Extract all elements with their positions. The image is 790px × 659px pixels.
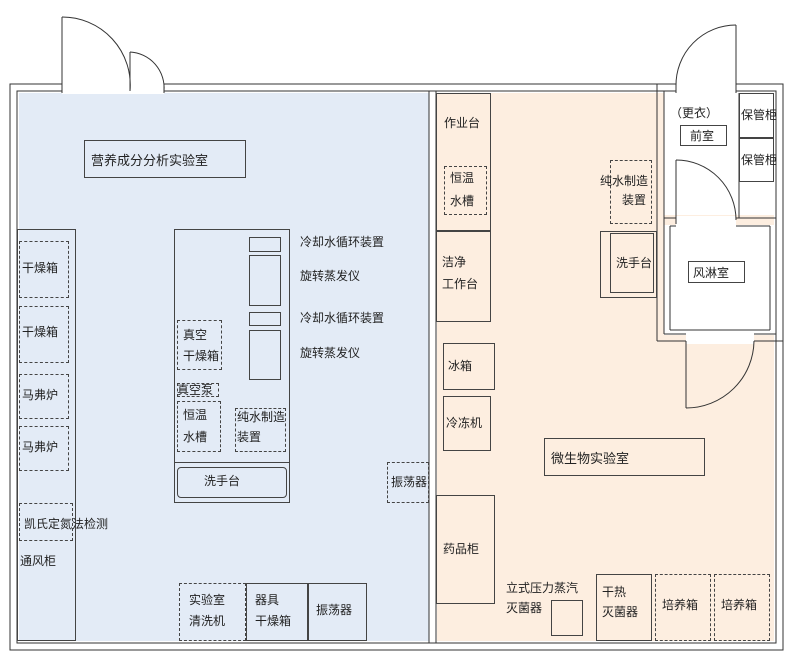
evaporator-1-label: 旋转蒸发仪 xyxy=(300,269,361,283)
pure-water-micro-label-2: 装置 xyxy=(622,193,647,207)
dryer-2-label: 干燥箱 xyxy=(22,325,59,339)
locker-2-label: 保管柜 xyxy=(741,153,778,167)
cooling-unit-1-label: 冷却水循环装置 xyxy=(300,235,385,249)
dryer-1 xyxy=(19,241,69,298)
workbench xyxy=(436,93,491,231)
evaporator-2 xyxy=(249,330,281,380)
left-equipment-strip xyxy=(17,229,76,641)
medicine-cabinet-label: 药品柜 xyxy=(443,542,480,556)
front-room-label: 前室 xyxy=(690,129,715,143)
pure-water-micro xyxy=(610,160,652,224)
sink-micro-label: 洗手台 xyxy=(616,256,653,270)
lab-washer xyxy=(179,583,246,641)
dry-heat-label-2: 灭菌器 xyxy=(602,605,639,619)
cooling-unit-2 xyxy=(249,312,281,326)
front-room-fill xyxy=(664,93,774,215)
fume-hood-label: 通风柜 xyxy=(20,554,57,568)
autoclave-label-2: 灭菌器 xyxy=(506,601,543,615)
dry-heat-sterilizer xyxy=(596,574,652,641)
shaker-right-wall xyxy=(387,462,429,503)
water-bath-left-label-2: 水槽 xyxy=(183,430,208,444)
sink-left-frame xyxy=(174,462,290,503)
utensil-dryer-label-2: 干燥箱 xyxy=(255,614,292,628)
autoclave xyxy=(551,600,583,636)
sink-micro xyxy=(610,233,654,293)
locker-1-label: 保管柜 xyxy=(741,108,778,122)
freeze-dryer xyxy=(443,396,491,451)
workbench-label: 作业台 xyxy=(444,116,481,130)
muffle-furnace-1-label: 马弗炉 xyxy=(22,388,59,402)
front-room-label-box xyxy=(680,125,727,146)
incubator-1-label: 培养箱 xyxy=(662,598,699,612)
sink-left-label: 洗手台 xyxy=(204,474,241,488)
shaker-bottom-label: 振荡器 xyxy=(316,603,353,617)
locker-1 xyxy=(739,93,774,138)
nutrition-lab-fill xyxy=(19,93,429,641)
lab-washer-label-1: 实验室 xyxy=(189,593,226,607)
evaporator-2-label: 旋转蒸发仪 xyxy=(300,346,361,360)
dryer-1-label: 干燥箱 xyxy=(22,261,59,275)
vacuum-dryer-label-1: 真空 xyxy=(183,328,208,342)
pure-water-left-label-2: 装置 xyxy=(237,430,262,444)
pure-water-micro-label-1: 纯水制造 xyxy=(600,174,649,188)
air-shower-fill xyxy=(664,225,774,335)
micro-lab-door xyxy=(685,332,755,409)
air-shower-label-box xyxy=(688,261,745,283)
vacuum-pump-label: 真空泵 xyxy=(177,383,214,397)
dryer-2 xyxy=(19,306,69,363)
water-bath-micro-label-2: 水槽 xyxy=(450,194,475,208)
muffle-furnace-2 xyxy=(19,426,69,471)
fridge-label: 冰箱 xyxy=(448,359,473,373)
clean-bench-label-1: 洁净 xyxy=(442,255,467,269)
dividing-wall xyxy=(428,91,437,643)
pure-water-left xyxy=(235,408,286,452)
clean-bench xyxy=(436,231,491,322)
incubator-2-label: 培养箱 xyxy=(721,598,758,612)
shaker-bottom xyxy=(308,583,367,641)
medicine-cabinet xyxy=(436,495,495,604)
lab-washer-label-2: 清洗机 xyxy=(189,614,226,628)
air-shower-label: 风淋室 xyxy=(693,266,730,280)
sink-left xyxy=(177,467,287,498)
water-bath-micro xyxy=(444,166,487,215)
front-room-note: （更衣） xyxy=(670,106,719,120)
water-bath-left xyxy=(177,401,221,452)
dry-heat-label-1: 干热 xyxy=(602,585,627,599)
muffle-furnace-2-label: 马弗炉 xyxy=(22,440,59,454)
nutrition-lab-title: 营养成分分析实验室 xyxy=(84,140,246,178)
air-shower-door xyxy=(675,159,737,228)
fridge xyxy=(443,343,495,390)
shaker-right-wall-label: 振荡器 xyxy=(391,475,428,489)
freeze-dryer-label: 冷冻机 xyxy=(446,416,483,430)
vacuum-dryer-label-2: 干燥箱 xyxy=(183,349,220,363)
water-bath-left-label-1: 恒温 xyxy=(183,408,208,422)
locker-2 xyxy=(739,138,774,182)
double-door xyxy=(61,16,165,94)
incubator-1 xyxy=(655,574,711,641)
incubator-2 xyxy=(714,574,770,641)
autoclave-label-1: 立式压力蒸汽 xyxy=(506,581,579,595)
front-room-door xyxy=(675,24,737,94)
muffle-furnace-1 xyxy=(19,374,69,419)
cooling-unit-1 xyxy=(249,237,281,252)
clean-bench-label-2: 工作台 xyxy=(442,277,479,291)
utensil-dryer-label-1: 器具 xyxy=(255,593,280,607)
pure-water-left-label-1: 纯水制造 xyxy=(237,410,286,424)
sink-micro-frame xyxy=(600,231,657,298)
kjeldahl-label: 凯氏定氮法检测 xyxy=(24,517,109,531)
micro-lab-title: 微生物实验室 xyxy=(544,438,705,476)
vacuum-dryer xyxy=(177,320,222,370)
utensil-dryer xyxy=(246,583,308,641)
cooling-unit-2-label: 冷却水循环装置 xyxy=(300,311,385,325)
kjeldahl-unit xyxy=(19,503,73,541)
water-bath-micro-label-1: 恒温 xyxy=(450,171,475,185)
vacuum-pump xyxy=(177,383,219,397)
evaporator-1 xyxy=(249,255,281,306)
